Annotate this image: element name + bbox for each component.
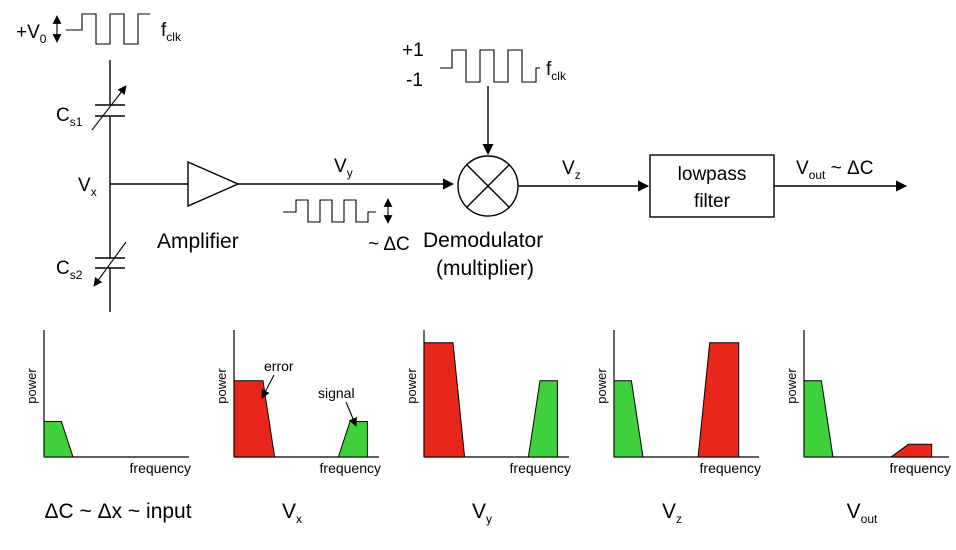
- spectrum-caption: Vz: [662, 500, 682, 526]
- amplifier-symbol: [187, 160, 240, 208]
- spectrum-y-label: power: [784, 368, 799, 404]
- caption-main: V: [662, 500, 676, 523]
- filter-label-line1: lowpass: [678, 164, 747, 185]
- spectrum-band-red: [889, 443, 933, 458]
- spectrum-caption: ΔC ~ Δx ~ input: [44, 500, 191, 523]
- clock-square-wave: [66, 13, 150, 45]
- capacitor-cs2: [93, 241, 127, 287]
- multiplier-symbol: [457, 155, 519, 217]
- caption-sub: out: [861, 512, 878, 526]
- demod-clock-frequency: fclk: [546, 59, 567, 83]
- spectrum-x-label: frequency: [890, 460, 951, 476]
- demod-plus-one: +1: [402, 40, 424, 61]
- caption-sub: y: [486, 512, 492, 526]
- spectrum-band-green: [527, 380, 558, 458]
- vy-square-wave: [283, 199, 376, 223]
- amplifier-label: Amplifier: [157, 230, 239, 253]
- capacitor-cs1-label: Cs1: [56, 105, 83, 129]
- spectrum-band-green: [803, 380, 834, 458]
- spectrum-caption: Vout: [847, 500, 878, 526]
- spectrum-x-label: frequency: [510, 460, 571, 476]
- spectrum-band-green: [43, 420, 74, 458]
- spectrum-caption: Vx: [282, 500, 302, 526]
- caption-sub: x: [296, 512, 302, 526]
- spectrum-band-green: [613, 380, 644, 458]
- spectrum-x-label: frequency: [320, 460, 381, 476]
- spectrum-y-label: power: [214, 368, 229, 404]
- caption-main: V: [847, 500, 861, 523]
- delta-c-label: ~ ΔC: [368, 234, 410, 255]
- signal-arrow: [345, 401, 358, 427]
- capacitor-cs2-label: Cs2: [56, 258, 83, 282]
- spectra-panels: power frequency ΔC ~ Δx ~ input power freque…: [24, 330, 951, 526]
- spectrum-band-green: [337, 420, 368, 458]
- spectrum-y-label: power: [594, 368, 609, 404]
- node-vy-label: Vy: [334, 156, 353, 180]
- clock-frequency-label: fclk: [161, 20, 182, 44]
- caption-main: V: [282, 500, 296, 523]
- demod-minus-one: -1: [406, 70, 423, 91]
- lowpass-filter-box: [649, 154, 775, 218]
- spectrum-band-red: [233, 380, 276, 458]
- caption-main: ΔC ~ Δx ~ input: [44, 500, 191, 523]
- spectrum-band-red: [423, 342, 466, 458]
- node-vx-label: Vx: [78, 175, 97, 199]
- caption-sub: z: [676, 512, 682, 526]
- demodulator-label: Demodulator: [423, 229, 543, 252]
- node-vz-label: Vz: [562, 158, 581, 182]
- capacitor-cs1: [91, 85, 127, 131]
- spectrum-y-label: power: [404, 368, 419, 404]
- spectrum-x-label: frequency: [130, 460, 191, 476]
- multiplier-label: (multiplier): [436, 257, 534, 280]
- spectrum-x-label: frequency: [700, 460, 761, 476]
- output-label: Vout ~ ΔC: [796, 158, 873, 182]
- error-annotation: error: [264, 358, 294, 374]
- filter-label-line2: filter: [694, 191, 731, 212]
- clock-source-voltage: +V0: [16, 22, 47, 46]
- demod-clock-wave: [440, 49, 540, 83]
- spectrum-caption: Vy: [472, 500, 492, 526]
- signal-annotation: signal: [318, 385, 355, 401]
- spectrum-y-label: power: [24, 368, 39, 404]
- error-arrow: [261, 374, 275, 399]
- spectrum-band-red: [697, 342, 740, 458]
- caption-main: V: [472, 500, 486, 523]
